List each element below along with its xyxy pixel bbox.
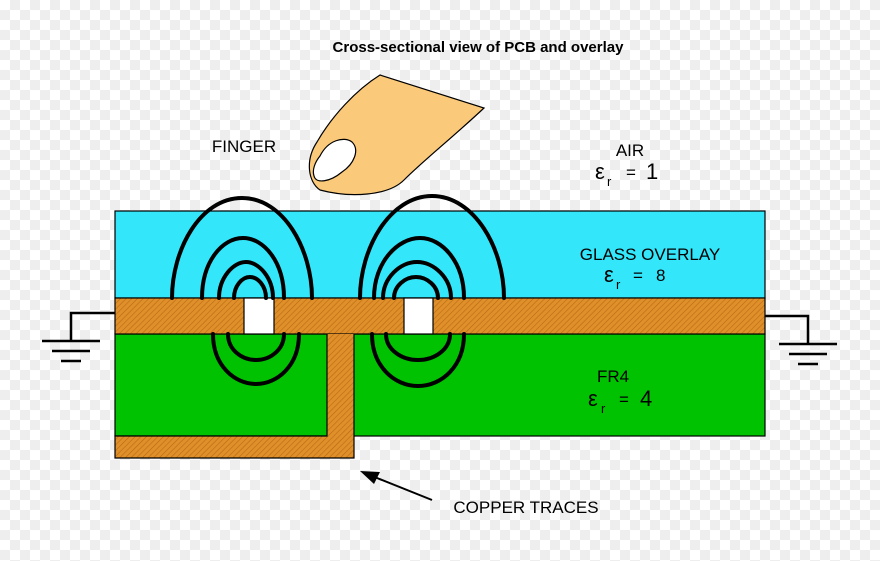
- diagram-title: Cross-sectional view of PCB and overlay: [333, 39, 625, 56]
- finger-label: FINGER: [212, 137, 276, 156]
- ground-symbol-icon: [42, 311, 115, 363]
- finger-icon: [308, 74, 486, 196]
- svg-text:r: r: [616, 277, 621, 292]
- svg-text:ε: ε: [595, 159, 605, 184]
- svg-text:ε: ε: [588, 386, 598, 411]
- svg-text:r: r: [601, 401, 606, 416]
- fr4-label: FR4: [597, 367, 629, 386]
- fr4-layer: [114, 333, 766, 437]
- copper-traces: [114, 297, 766, 459]
- glass-permittivity: ε r = 8: [604, 262, 665, 292]
- arrow-icon: [360, 471, 433, 501]
- svg-text:=: =: [626, 163, 636, 182]
- glass-overlay-label: GLASS OVERLAY: [580, 245, 720, 264]
- field-lines-left: [170, 195, 314, 387]
- svg-text:=: =: [619, 390, 629, 409]
- svg-text:=: =: [633, 266, 643, 285]
- field-lines-right: [358, 193, 506, 389]
- svg-text:4: 4: [640, 386, 652, 411]
- air-permittivity: ε r = 1: [595, 159, 658, 189]
- svg-text:8: 8: [656, 266, 665, 285]
- svg-text:ε: ε: [604, 262, 614, 287]
- pad-gap-left: [243, 297, 275, 335]
- copper-traces-label: COPPER TRACES: [453, 498, 598, 517]
- fr4-permittivity: ε r = 4: [588, 386, 652, 416]
- svg-text:r: r: [607, 174, 612, 189]
- pad-gap-right: [403, 297, 434, 335]
- air-label: AIR: [616, 141, 644, 160]
- svg-text:1: 1: [646, 159, 658, 184]
- ground-symbol-icon: [765, 314, 837, 366]
